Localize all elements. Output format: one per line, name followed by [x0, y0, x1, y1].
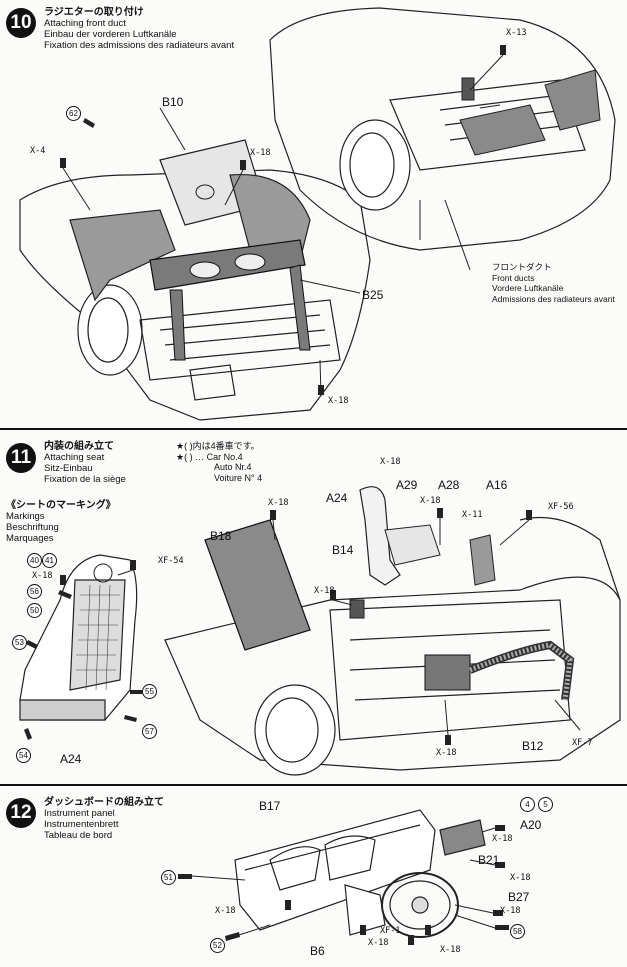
marking-40: 40: [27, 553, 42, 568]
marking-4: 4: [520, 797, 535, 812]
callout-de: Vordere Luftkanäle: [492, 283, 564, 293]
part-b18-label: B18: [210, 529, 232, 543]
marking-50: 50: [27, 603, 42, 618]
title-fr: Fixation des admissions des radiateurs a…: [44, 40, 235, 51]
paint-xf7-label: XF-7: [572, 738, 593, 748]
screw-x18-label: X-18: [380, 457, 401, 467]
marking-5: 5: [538, 797, 553, 812]
callout-jp: フロントダクト: [492, 262, 552, 272]
title-en: Attaching front duct: [44, 18, 126, 29]
marking-57: 57: [142, 724, 157, 739]
step-10-title: ラジエターの取り付け Attaching front duct Einbau d…: [44, 7, 234, 51]
part-a24-seat-label: A24: [60, 752, 82, 766]
screw-x18-label: X-18: [314, 586, 335, 596]
marking-41: 41: [42, 553, 57, 568]
note-line: ★( )内は4番車です。: [176, 441, 260, 451]
step-10-badge: 10: [6, 8, 36, 38]
marking-52: 52: [210, 938, 225, 953]
section-divider: [0, 784, 627, 786]
screw-x18-label: X-18: [32, 571, 53, 581]
markings-en: Markings: [6, 511, 45, 522]
title-jp: 内装の組み立て: [44, 441, 114, 452]
part-b12-label: B12: [522, 739, 544, 753]
step-11-title: 内装の組み立て Attaching seat Sitz-Einbau Fixat…: [44, 441, 126, 485]
screw-x18-label: X-18: [215, 906, 236, 916]
marking-53: 53: [12, 635, 27, 650]
note-line: ★( ) … Car No.4: [176, 451, 243, 462]
part-b6-label: B6: [310, 944, 325, 958]
paint-xf54-label: XF-54: [158, 556, 184, 566]
markings-jp: 《シートのマーキング》: [6, 500, 116, 511]
part-a28-label: A28: [438, 478, 460, 492]
title-de: Sitz-Einbau: [44, 463, 93, 474]
callout-fr: Admissions des radiateurs avant: [492, 293, 615, 304]
screw-x18-label: X-18: [436, 748, 457, 758]
screw-x18-label: X-18: [420, 496, 441, 506]
front-ducts-callout: フロントダクト Front ducts Vordere Luftkanäle A…: [492, 262, 615, 304]
markings-heading: 《シートのマーキング》 Markings Beschriftung Marqua…: [6, 500, 116, 544]
marking-55: 55: [142, 684, 157, 699]
screw-x18-label: X-18: [440, 945, 461, 955]
note-line: Voiture N° 4: [214, 472, 263, 483]
part-b21-label: B21: [478, 853, 500, 867]
markings-de: Beschriftung: [6, 522, 59, 533]
title-fr: Fixation de la siège: [44, 474, 126, 485]
title-fr: Tableau de bord: [44, 830, 113, 841]
part-b14-label: B14: [332, 543, 354, 557]
screw-x18-label: X-18: [492, 834, 513, 844]
part-a16-label: A16: [486, 478, 508, 492]
paint-xf1-label: XF-1: [380, 926, 401, 936]
step-number: 10: [10, 12, 32, 33]
part-b10-label: B10: [162, 95, 184, 109]
title-jp: ダッシュボードの組み立て: [44, 797, 164, 808]
marking-51: 51: [161, 870, 176, 885]
title-jp: ラジエターの取り付け: [44, 7, 144, 18]
title-en: Attaching seat: [44, 452, 105, 463]
step-number: 12: [10, 802, 32, 823]
screw-x18-label: X-18: [268, 498, 289, 508]
part-b17-label: B17: [259, 799, 281, 813]
part-a29-label: A29: [396, 478, 418, 492]
car-number-note: ★( )内は4番車です。 ★( ) … Car No.4 Auto Nr.4 V…: [176, 441, 262, 483]
step-number: 11: [10, 447, 32, 468]
marking-54: 54: [16, 748, 31, 763]
section-divider: [0, 428, 627, 430]
title-en: Instrument panel: [44, 808, 115, 819]
screw-x18-label: X-18: [368, 938, 389, 948]
screw-x18-label: X-18: [510, 873, 531, 883]
screw-x4-label: X-4: [30, 146, 46, 156]
step-12-title: ダッシュボードの組み立て Instrument panel Instrument…: [44, 797, 164, 841]
screw-x11-label: X-11: [462, 510, 483, 520]
part-a20-label: A20: [520, 818, 542, 832]
title-de: Instrumentenbrett: [44, 819, 119, 830]
part-a24-label: A24: [326, 491, 348, 505]
screw-x13-label: X-13: [506, 28, 527, 38]
callout-en: Front ducts: [492, 272, 535, 283]
screw-x18-label: X-18: [250, 148, 271, 158]
screw-x18-label: X-18: [500, 906, 521, 916]
step-11-badge: 11: [6, 443, 36, 473]
marking-56: 56: [27, 584, 42, 599]
screw-x18-label: X-18: [328, 396, 349, 406]
part-b27-label: B27: [508, 890, 530, 904]
marking-58: 58: [510, 924, 525, 939]
step-12-badge: 12: [6, 798, 36, 828]
markings-fr: Marquages: [6, 533, 54, 544]
marking-62: 62: [66, 106, 81, 121]
paint-xf56-label: XF-56: [548, 502, 574, 512]
part-b25-label: B25: [362, 288, 384, 302]
title-de: Einbau der vorderen Luftkanäle: [44, 29, 177, 40]
note-line: Auto Nr.4: [214, 462, 252, 472]
